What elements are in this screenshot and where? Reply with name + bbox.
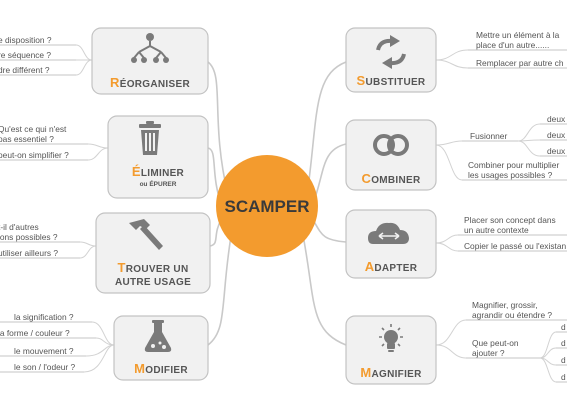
hierarchy-icon [131, 33, 169, 63]
hammer-icon [129, 219, 163, 250]
node-label: ADAPTER [365, 259, 418, 274]
leaf-text: d [561, 338, 566, 348]
node-label: COMBINER [361, 171, 421, 186]
leaves-magnifier: Magnifier, grossir, agrandir ou étendre … [472, 300, 566, 382]
node-reorganiser[interactable]: RÉORGANISER [91, 27, 209, 95]
leaf-text: deux [547, 146, 566, 156]
leaf-text: ions possibles ? [0, 232, 58, 242]
center-circle [216, 155, 318, 257]
node-label: ÉLIMINER [132, 164, 185, 179]
node-label: RÉORGANISER [110, 75, 190, 90]
node-label-line2: AUTRE USAGE [115, 277, 191, 288]
node-label: MAGNIFIER [360, 365, 422, 380]
leaf-text: dre différent ? [0, 65, 50, 75]
leaf-text: Que peut-on [472, 338, 519, 348]
leaf-text: d [561, 372, 566, 382]
node-label: MODIFIER [134, 361, 188, 376]
node-trouver[interactable]: TROUVER UN AUTRE USAGE [95, 212, 211, 294]
node-label: TROUVER UN [118, 260, 189, 275]
flask-icon [144, 320, 172, 352]
leaf-text: un autre contexte [464, 225, 529, 235]
leaf-text: la forme / couleur ? [0, 328, 70, 338]
node-magnifier[interactable]: MAGNIFIER [345, 315, 437, 385]
leaf-text: la signification ? [14, 312, 74, 322]
leaf-text: le mouvement ? [14, 346, 74, 356]
leaf-text: le son / l'odeur ? [14, 362, 76, 372]
left-leaf-connectors [0, 44, 115, 373]
swap-arrows-icon [376, 35, 406, 69]
trash-icon [139, 121, 161, 155]
leaf-text: Qu'est ce qui n'est [0, 124, 67, 134]
leaf-text: Fusionner [470, 131, 507, 141]
cloud-arrows-icon [368, 222, 409, 244]
leaf-text: peut-on simplifier ? [0, 150, 69, 160]
leaf-text: Copier le passé ou l'existan [464, 241, 566, 251]
leaf-text: pas essentiel ? [0, 134, 54, 144]
center-title: SCAMPER [224, 197, 309, 216]
leaves-adapter: Placer son concept dans un autre context… [464, 215, 566, 251]
leaves-reorganiser: e disposition ? re séquence ? dre différ… [0, 35, 52, 75]
node-label: SUBSTITUER [357, 73, 426, 88]
leaf-text: d [561, 322, 566, 332]
leaf-text: Mettre un élément à la [476, 30, 560, 40]
leaves-eliminer: Qu'est ce qui n'est pas essentiel ? peut… [0, 124, 69, 160]
leaf-text: place d'un autre...... [476, 40, 549, 50]
leaf-text: ajouter ? [472, 348, 505, 358]
leaf-text: agrandir ou étendre ? [472, 310, 552, 320]
leaf-text: Remplacer par autre ch [476, 58, 564, 68]
leaf-text: re séquence ? [0, 50, 51, 60]
leaf-text: deux [547, 130, 566, 140]
node-modifier[interactable]: MODIFIER [113, 315, 209, 381]
linked-rings-icon [373, 134, 409, 156]
leaf-text: t-il d'autres [0, 222, 39, 232]
leaf-text: utiliser ailleurs ? [0, 248, 58, 258]
node-adapter[interactable]: ADAPTER [345, 209, 437, 279]
leaves-trouver: t-il d'autres ions possibles ? utiliser … [0, 222, 58, 258]
center-node: SCAMPER [216, 155, 318, 257]
right-leaf-connectors [435, 49, 567, 383]
leaf-text: Magnifier, grossir, [472, 300, 538, 310]
node-combiner[interactable]: COMBINER [345, 119, 437, 191]
leaf-text: deux [547, 114, 566, 124]
node-eliminer[interactable]: ÉLIMINER ou ÉPURER [107, 115, 209, 199]
lightbulb-icon [379, 324, 403, 352]
leaf-text: e disposition ? [0, 35, 52, 45]
leaves-modifier: la signification ? la forme / couleur ? … [0, 312, 76, 372]
node-substituer[interactable]: SUBSTITUER [345, 27, 437, 93]
node-sublabel: ou ÉPURER [140, 179, 177, 188]
leaf-text: Placer son concept dans [464, 215, 556, 225]
leaf-text: Combiner pour multiplier [468, 160, 559, 170]
leaf-text: d [561, 355, 566, 365]
leaves-combiner: Fusionner deux deux deux Combiner pour m… [468, 114, 566, 180]
leaves-substituer: Mettre un élément à la place d'un autre.… [476, 30, 564, 68]
leaf-text: les usages possibles ? [468, 170, 553, 180]
